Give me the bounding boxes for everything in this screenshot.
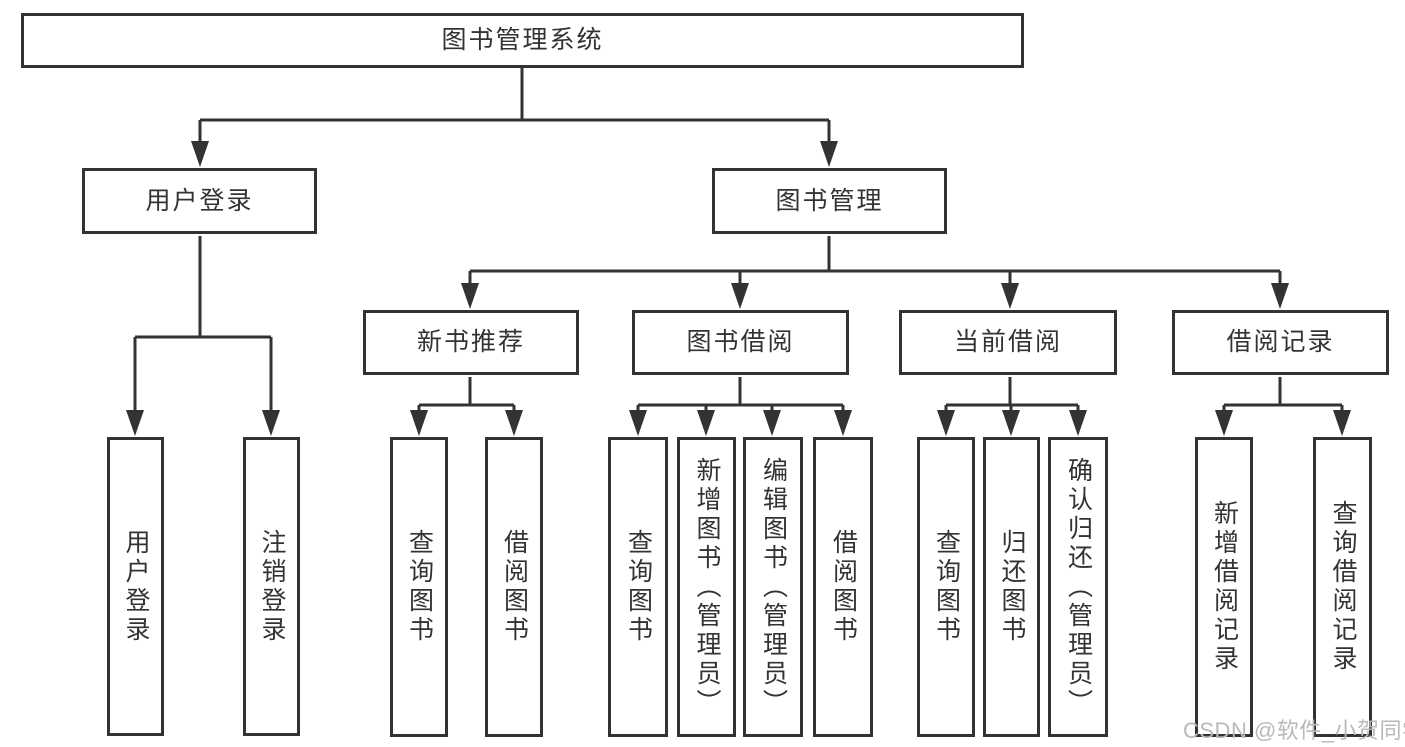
leaf-borrow-books: 借阅图书 <box>813 437 873 737</box>
node-current-borrowing: 当前借阅 <box>899 310 1117 375</box>
leaf-query-books-recommend: 查询图书 <box>390 437 448 737</box>
leaf-edit-books-admin: 编辑图书（管理员） <box>743 437 803 737</box>
leaf-logout: 注销登录 <box>243 437 300 736</box>
node-user-login-branch: 用户登录 <box>82 168 317 234</box>
node-new-book-recommendation: 新书推荐 <box>363 310 579 375</box>
leaf-return-books: 归还图书 <box>983 437 1040 737</box>
leaf-query-books-borrowing: 查询图书 <box>608 437 668 737</box>
leaf-query-borrow-record: 查询借阅记录 <box>1313 437 1372 737</box>
node-book-borrowing: 图书借阅 <box>632 310 849 375</box>
node-library-management-system: 图书管理系统 <box>21 13 1024 68</box>
leaf-add-borrow-record: 新增借阅记录 <box>1195 437 1253 737</box>
csdn-watermark: CSDN @软件_小贺同学 <box>1183 718 1405 743</box>
leaf-query-books-current: 查询图书 <box>917 437 975 737</box>
node-book-management-branch: 图书管理 <box>712 168 947 234</box>
arrowheads <box>126 141 1351 436</box>
leaf-borrow-books-recommend: 借阅图书 <box>485 437 543 737</box>
leaf-add-books-admin: 新增图书（管理员） <box>677 437 736 737</box>
leaf-confirm-return-admin: 确认归还（管理员） <box>1048 437 1108 737</box>
leaf-user-login: 用户登录 <box>107 437 164 736</box>
node-borrowing-records: 借阅记录 <box>1172 310 1389 375</box>
